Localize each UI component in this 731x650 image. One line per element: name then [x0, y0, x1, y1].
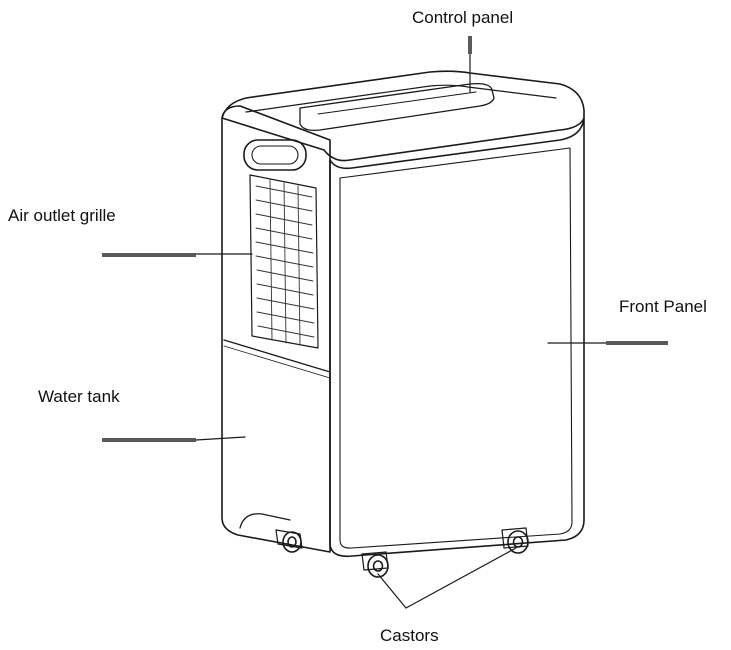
label-front-panel: Front Panel [619, 297, 707, 316]
leader-castors-left [377, 573, 407, 609]
unit-front-body [329, 117, 585, 558]
leader-bars [102, 36, 668, 442]
unit-top-surface [221, 70, 585, 162]
grille-pattern [255, 179, 315, 346]
tank-grip [239, 513, 291, 529]
control-panel-recess [299, 82, 495, 132]
water-tank-seam [223, 339, 331, 373]
leader-lines [195, 51, 607, 609]
label-water-tank: Water tank [38, 387, 120, 406]
air-outlet-grille [249, 174, 319, 349]
handle-slot [243, 139, 307, 171]
front-panel-outline [339, 147, 573, 549]
leader-castors-right [405, 547, 517, 609]
castor-front-right [501, 527, 529, 554]
unit-top-inner [245, 84, 557, 113]
label-control-panel: Control panel [412, 8, 514, 27]
castor-front-left [361, 551, 389, 578]
unit-side-panel [221, 105, 331, 553]
label-castors: Castors [380, 626, 439, 645]
label-air-outlet-grille: Air outlet grille [8, 206, 116, 225]
leader-water-tank [195, 436, 246, 441]
castor-rear-left [275, 529, 303, 553]
